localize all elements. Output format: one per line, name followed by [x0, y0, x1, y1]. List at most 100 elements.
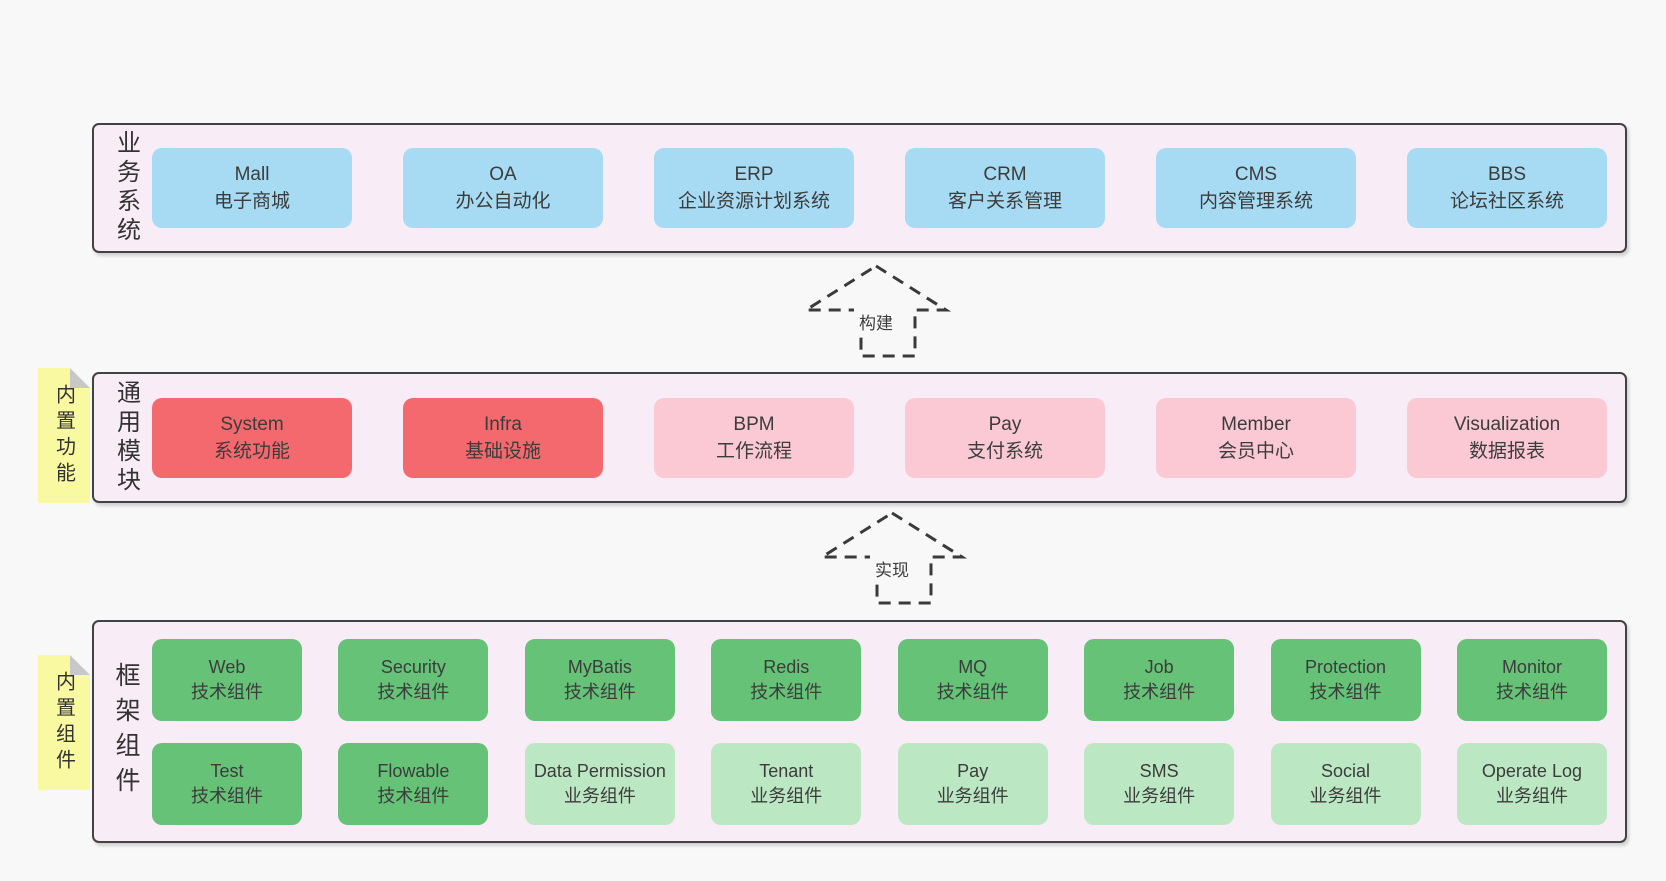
box-social: Social 业务组件: [1270, 742, 1421, 825]
box-subtitle: 基础设施: [464, 440, 541, 462]
box-title: Job: [1144, 656, 1174, 677]
box-subtitle: 会员中心: [1217, 440, 1294, 462]
dashed-up-arrow-implement: 实现: [816, 508, 968, 608]
box-subtitle: 技术组件: [563, 681, 636, 702]
note-text: 内置组件: [52, 670, 75, 775]
note-text: 内置功能: [52, 383, 75, 488]
box-subtitle: 工作流程: [715, 440, 792, 462]
box-visualization: Visualization 数据报表: [1407, 397, 1607, 478]
box-subtitle: 办公自动化: [455, 191, 551, 212]
box-subtitle: 技术组件: [377, 785, 450, 806]
box-system: System 系统功能: [152, 397, 352, 478]
box-infra: Infra 基础设施: [403, 397, 603, 478]
box-mq: MQ 技术组件: [897, 638, 1048, 721]
box-title: Flowable: [377, 760, 450, 781]
box-mybatis: MyBatis 技术组件: [524, 638, 675, 721]
box-monitor: Monitor 技术组件: [1456, 638, 1607, 721]
arrow-label: 构建: [854, 307, 898, 336]
box-member: Member 会员中心: [1156, 397, 1356, 478]
box-title: CRM: [983, 164, 1027, 185]
box-subtitle: 技术组件: [1495, 681, 1568, 702]
box-title: Infra: [483, 413, 523, 435]
box-subtitle: 技术组件: [377, 681, 450, 702]
sticky-note-builtin-components: 内置组件: [38, 655, 90, 790]
up-arrow-icon: [800, 264, 952, 358]
box-subtitle: 业务组件: [563, 785, 636, 806]
box-bpm: BPM 工作流程: [654, 397, 854, 478]
box-subtitle: 业务组件: [1123, 785, 1196, 806]
box-title: Member: [1221, 413, 1291, 435]
box-title: Pay: [988, 413, 1022, 435]
box-oa: OA 办公自动化: [403, 148, 603, 228]
box-title: SMS: [1139, 760, 1179, 781]
box-subtitle: 支付系统: [966, 440, 1043, 462]
band-common-modules: 通用模块 System 系统功能 Infra 基础设施 BPM 工作流程 Pay 支付系统 Me…: [92, 372, 1627, 503]
box-title: BPM: [733, 413, 775, 435]
box-title: Data Permission: [533, 760, 666, 781]
box-crm: CRM 客户关系管理: [905, 148, 1105, 228]
box-subtitle: 业务组件: [1309, 785, 1382, 806]
box-title: Security: [380, 656, 446, 677]
box-bbs: BBS 论坛社区系统: [1407, 148, 1607, 228]
box-subtitle: 论坛社区系统: [1449, 191, 1564, 212]
box-title: Pay: [957, 760, 989, 781]
dashed-up-arrow-build: 构建: [800, 261, 952, 361]
box-title: BBS: [1487, 164, 1527, 185]
box-mall: Mall 电子商城: [152, 148, 352, 228]
box-data-permission: Data Permission 业务组件: [524, 742, 675, 825]
box-protection: Protection 技术组件: [1270, 638, 1421, 721]
band-side-label: 通用模块: [112, 379, 140, 496]
box-title: Monitor: [1501, 656, 1562, 677]
box-subtitle: 技术组件: [1123, 681, 1196, 702]
box-subtitle: 业务组件: [750, 785, 823, 806]
box-title: System: [220, 413, 284, 435]
box-title: CMS: [1234, 164, 1278, 185]
box-title: ERP: [734, 164, 774, 185]
box-row: System 系统功能 Infra 基础设施 BPM 工作流程 Pay 支付系统 Member 会…: [152, 397, 1607, 478]
box-title: OA: [489, 164, 517, 185]
box-pay: Pay 业务组件: [897, 742, 1048, 825]
box-title: MQ: [958, 656, 988, 677]
box-title: Protection: [1305, 656, 1387, 677]
box-security: Security 技术组件: [338, 638, 489, 721]
arrow-label: 实现: [870, 554, 914, 583]
band-rows: System 系统功能 Infra 基础设施 BPM 工作流程 Pay 支付系统 Member 会…: [152, 374, 1607, 501]
box-title: Test: [210, 760, 244, 781]
box-sms: SMS 业务组件: [1084, 742, 1235, 825]
box-cms: CMS 内容管理系统: [1156, 148, 1356, 228]
box-subtitle: 系统功能: [213, 440, 290, 462]
box-title: Mall: [234, 164, 270, 185]
box-subtitle: 技术组件: [936, 681, 1009, 702]
box-subtitle: 数据报表: [1468, 440, 1545, 462]
box-subtitle: 技术组件: [191, 681, 263, 702]
box-subtitle: 技术组件: [1309, 681, 1382, 702]
box-subtitle: 电子商城: [213, 191, 290, 212]
box-subtitle: 技术组件: [191, 785, 263, 806]
box-flowable: Flowable 技术组件: [338, 742, 489, 825]
box-subtitle: 内容管理系统: [1198, 191, 1313, 212]
box-subtitle: 技术组件: [750, 681, 823, 702]
box-title: MyBatis: [567, 656, 632, 677]
box-subtitle: 业务组件: [1495, 785, 1568, 806]
up-arrow-icon: [816, 511, 968, 605]
band-side-label: 框架组件: [112, 661, 140, 802]
box-subtitle: 客户关系管理: [947, 191, 1062, 212]
box-tenant: Tenant 业务组件: [711, 742, 862, 825]
box-title: Operate Log: [1481, 760, 1582, 781]
box-title: Visualization: [1453, 413, 1561, 435]
sticky-note-builtin-features: 内置功能: [38, 368, 90, 503]
box-title: Tenant: [759, 760, 814, 781]
box-title: Social: [1321, 760, 1371, 781]
box-title: Web: [208, 656, 246, 677]
box-subtitle: 业务组件: [936, 785, 1009, 806]
